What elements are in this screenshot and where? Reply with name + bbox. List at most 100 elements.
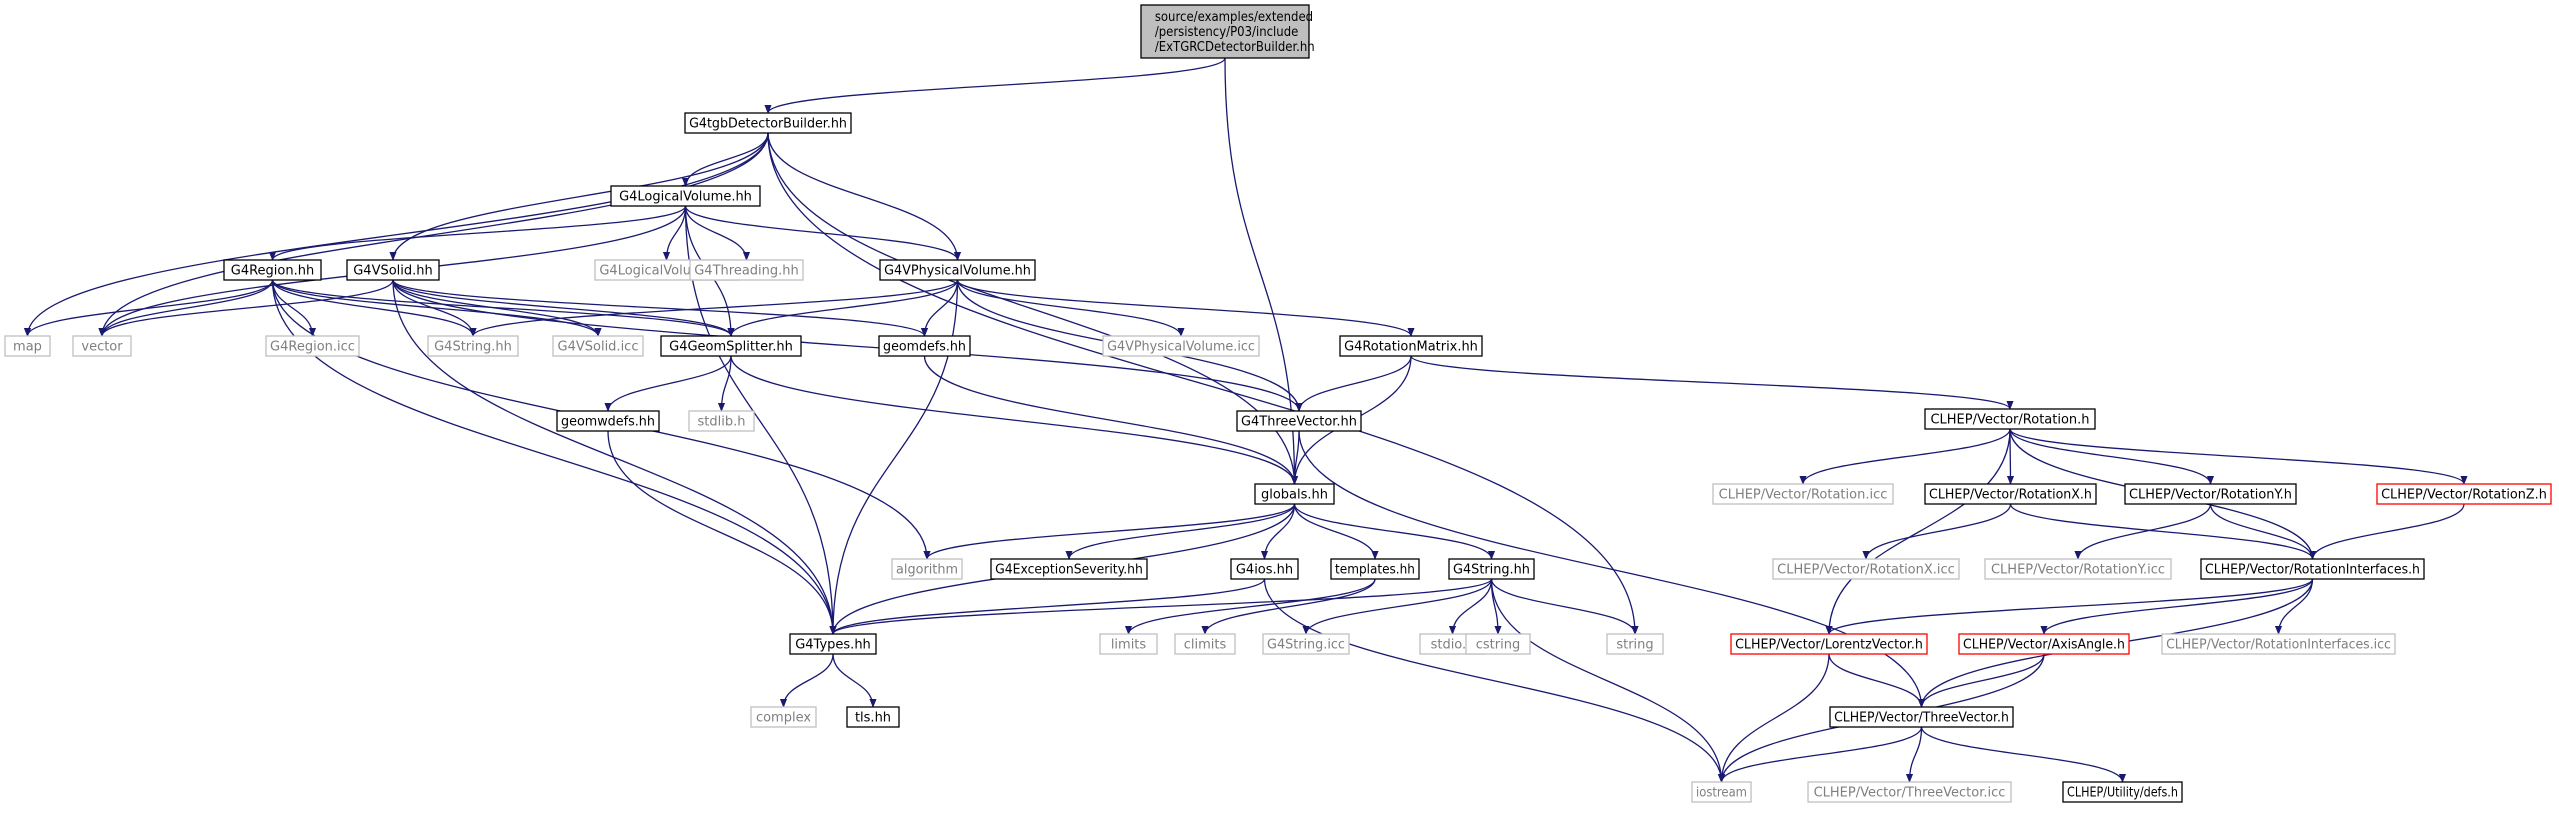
node-roty[interactable]: CLHEP/Vector/RotationY.h [2124,483,2297,505]
node-label: limits [1111,638,1147,653]
node-globals[interactable]: globals.hh [1254,483,1335,505]
node-box [1448,558,1535,580]
edge-rotx-to-rotxicc [1862,503,2012,560]
node-box [1924,408,2096,430]
node-label: CLHEP/Vector/RotationX.h [1929,487,2092,502]
node-label: G4ThreeVector.hh [1241,414,1357,429]
edge-rotation-to-lorentz [1825,428,2011,635]
node-box [1924,483,2097,505]
node-box [556,410,660,432]
node-box [1730,633,1928,655]
node-templates[interactable]: templates.hh [1330,558,1420,580]
node-box [689,259,804,281]
node-label-line: CLHEP/Utility/defs.h [2067,785,2178,800]
node-label-line: /ExTGRCDetectorBuilder.hh [1155,39,1315,54]
node-threevec[interactable]: G4ThreeVector.hh [1236,410,1362,432]
node-rotation[interactable]: CLHEP/Vector/Rotation.h [1924,408,2096,430]
node-label: G4Types.hh [795,638,871,653]
node-box [789,633,877,655]
node-label: G4LogicalVolume.hh [619,190,752,205]
node-box [2161,633,2396,655]
node-stdlib: stdlib.h [688,410,755,432]
node-label: CLHEP/Vector/RotationX.icc [1777,563,1955,578]
node-label-line: CLHEP/Vector/RotationInterfaces.icc [2166,637,2391,652]
node-label-line: CLHEP/Vector/RotationY.h [2129,487,2292,502]
edge-templates-to-limits [1124,578,1376,635]
edge-lv-to-vpv [684,205,962,261]
node-geomwdefs[interactable]: geomwdefs.hh [556,410,660,432]
node-label: CLHEP/Vector/RotationInterfaces.h [2205,562,2420,577]
node-rotz[interactable]: CLHEP/Vector/RotationZ.h [2376,483,2552,505]
node-clhepthreevec[interactable]: CLHEP/Vector/ThreeVector.h [1829,706,2014,728]
node-label-line: vector [81,340,123,355]
node-tls[interactable]: tls.hh [846,706,900,728]
node-label-line: G4VSolid.icc [558,340,639,355]
node-rotationicc: CLHEP/Vector/Rotation.icc [1712,483,1894,505]
node-complex: complex [750,706,817,728]
node-label: G4Threading.hh [694,264,799,279]
edge-root-to-globals [1224,57,1299,485]
node-lorentz[interactable]: CLHEP/Vector/LorentzVector.h [1730,633,1928,655]
node-label: map [13,340,42,355]
node-rotmatrix[interactable]: G4RotationMatrix.hh [1339,335,1483,357]
node-label-line: CLHEP/Vector/AxisAngle.h [1963,637,2125,652]
node-cstring: cstring [1465,633,1531,655]
node-label: cstring [1476,638,1520,653]
edge-globals-to-algorithm [923,503,1296,560]
edge-tgb-to-vector [98,132,769,337]
node-label: G4Region.icc [270,340,355,355]
node-box [990,558,1148,580]
node-exception[interactable]: G4ExceptionSeverity.hh [990,558,1148,580]
node-axisangle[interactable]: CLHEP/Vector/AxisAngle.h [1958,633,2130,655]
node-rotx[interactable]: CLHEP/Vector/RotationX.h [1924,483,2097,505]
node-lv[interactable]: G4LogicalVolume.hh [610,185,761,207]
edge-vpv-to-geomsplitter [727,279,959,337]
edge-lorentz-to-clhepthreevec [1828,653,1926,708]
node-label: CLHEP/Vector/RotationInterfaces.icc [2166,637,2391,652]
node-region[interactable]: G4Region.hh [223,259,322,281]
node-label-line: CLHEP/Vector/RotationInterfaces.h [2205,562,2420,577]
node-label: CLHEP/Vector/LorentzVector.h [1735,637,1923,652]
node-label-line: G4String.hh [434,340,512,355]
node-label-line: /persistency/P03/include [1155,24,1298,39]
node-box [750,706,817,728]
edge-clhepthreevec-to-iostream [1717,726,1923,783]
node-g4ios[interactable]: G4ios.hh [1230,558,1299,580]
node-vpv[interactable]: G4VPhysicalVolume.hh [879,259,1036,281]
node-root[interactable]: source/examples/extended/persistency/P03… [1140,4,1315,59]
node-label-line: G4Threading.hh [694,264,799,279]
node-box [846,706,900,728]
edge-tgb-to-map [23,132,769,337]
node-label: CLHEP/Vector/AxisAngle.h [1963,637,2125,652]
edge-rotation-to-rotz [2009,428,2468,485]
dependency-edges [23,57,2468,783]
node-label-line: algorithm [896,562,958,577]
edge-vpv-to-rotmatrix [956,279,1415,337]
node-label-line: templates.hh [1335,561,1415,577]
node-label-line: G4RotationMatrix.hh [1344,339,1478,354]
node-geomsplitter[interactable]: G4GeomSplitter.hh [660,335,802,357]
node-label-line: CLHEP/Vector/RotationZ.h [2381,487,2547,502]
node-tgb[interactable]: G4tgbDetectorBuilder.hh [684,112,852,134]
node-label-line: G4ExceptionSeverity.hh [995,561,1143,576]
node-label-line: string [1616,638,1653,653]
edge-vpv-to-geomdefs [920,279,959,337]
node-vsolid[interactable]: G4VSolid.hh [346,259,440,281]
node-label-line: source/examples/extended [1155,9,1313,24]
node-g4types[interactable]: G4Types.hh [789,633,877,655]
edge-region-to-map [23,279,274,337]
node-box [72,335,132,357]
node-label: G4GeomSplitter.hh [669,340,793,355]
node-box [1465,633,1531,655]
file-nodes: source/examples/extended/persistency/P03… [4,4,2552,803]
edge-globals-to-templates [1293,503,1379,560]
node-geomdefs[interactable]: geomdefs.hh [878,335,971,357]
node-box [879,259,1036,281]
node-rotif[interactable]: CLHEP/Vector/RotationInterfaces.h [2200,558,2425,580]
node-g4stringhh[interactable]: G4String.hh [1448,558,1535,580]
node-label-line: CLHEP/Vector/ThreeVector.icc [1814,786,2006,801]
node-utildefs[interactable]: CLHEP/Utility/defs.h [2062,781,2183,803]
edge-rotz-to-rotif [2308,503,2465,560]
node-limits: limits [1099,633,1158,655]
node-label: G4tgbDetectorBuilder.hh [689,116,847,131]
